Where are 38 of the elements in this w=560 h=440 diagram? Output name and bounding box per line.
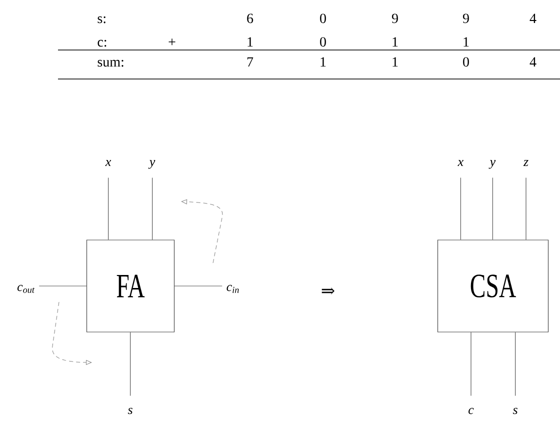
- signal-label: s: [128, 408, 132, 414]
- implies-arrow: ⇒: [322, 288, 334, 294]
- digit: 9: [462, 14, 469, 24]
- digit: 4: [530, 57, 536, 66]
- signal-label: c$_{in}$: [226, 284, 239, 293]
- digit: 1: [392, 37, 398, 46]
- signal-label: y: [488, 160, 496, 169]
- digit: 1: [464, 37, 469, 46]
- digit: 4: [530, 14, 536, 23]
- signal-label: s: [512, 408, 518, 414]
- block-box: CSA: [437, 240, 549, 332]
- wire: [515, 332, 516, 396]
- row-label: sum:: [98, 60, 124, 67]
- digit: 0: [320, 37, 326, 47]
- row-label: c:: [98, 40, 106, 47]
- block-box: FA: [86, 240, 175, 332]
- signal-label: c: [468, 408, 474, 414]
- plus-sign: +: [168, 38, 176, 46]
- row-label: s:: [98, 16, 106, 24]
- signal-label: x: [458, 160, 464, 166]
- signal-label: x: [105, 160, 112, 166]
- wire: [470, 332, 472, 396]
- digit: 7: [247, 57, 254, 66]
- wire: [492, 177, 493, 240]
- digit: 6: [247, 14, 254, 24]
- wire: [152, 177, 153, 240]
- digit: 1: [248, 37, 253, 46]
- digit: 1: [320, 57, 326, 66]
- wire: [130, 332, 131, 396]
- signal-label: z: [523, 160, 528, 166]
- wire: [108, 177, 109, 240]
- wire: [460, 177, 461, 240]
- signal-label: c$_{out}$: [17, 284, 35, 293]
- digit: 0: [463, 57, 469, 67]
- digit: 1: [392, 57, 398, 66]
- signal-label: y: [148, 160, 156, 169]
- digit: 9: [392, 14, 398, 24]
- digit: 0: [320, 14, 326, 24]
